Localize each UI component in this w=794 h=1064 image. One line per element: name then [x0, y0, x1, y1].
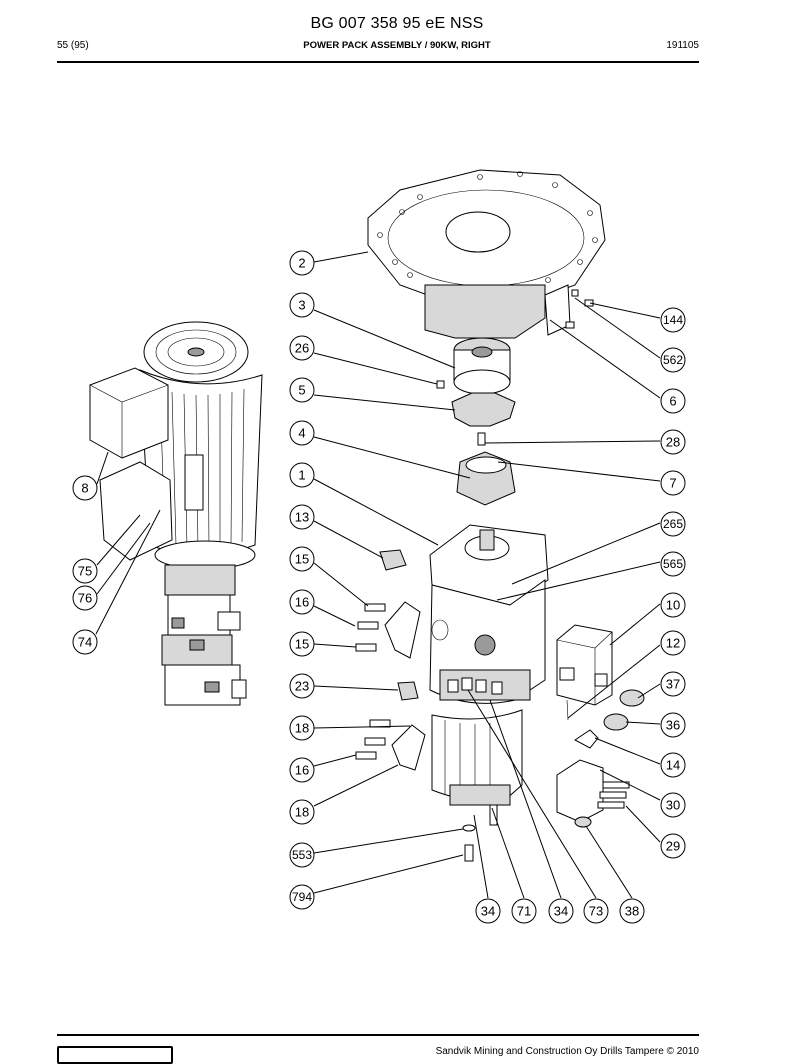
callout-18a: 18 — [289, 715, 315, 741]
svg-text:75: 75 — [78, 564, 92, 579]
callout-10: 10 — [660, 592, 686, 618]
callout-14: 14 — [660, 752, 686, 778]
sandvik-logo — [57, 1046, 173, 1064]
callout-265: 265 — [660, 511, 686, 537]
svg-text:5: 5 — [298, 383, 305, 398]
svg-text:13: 13 — [295, 510, 309, 525]
svg-text:30: 30 — [666, 798, 680, 813]
svg-text:794: 794 — [292, 890, 312, 904]
svg-text:34: 34 — [554, 904, 568, 919]
callout-12: 12 — [660, 630, 686, 656]
svg-text:37: 37 — [666, 677, 680, 692]
callout-144: 144 — [660, 307, 686, 333]
callout-5: 5 — [289, 377, 315, 403]
callout-16b: 16 — [289, 757, 315, 783]
svg-text:16: 16 — [295, 763, 309, 778]
svg-text:12: 12 — [666, 636, 680, 651]
page-title: POWER PACK ASSEMBLY / 90KW, RIGHT — [303, 40, 491, 51]
svg-text:8: 8 — [81, 481, 88, 496]
page-number: 55 (95) — [57, 40, 89, 51]
svg-text:2: 2 — [298, 256, 305, 271]
callout-794: 794 — [289, 884, 315, 910]
callout-71: 71 — [511, 898, 537, 924]
svg-text:265: 265 — [663, 517, 683, 531]
callout-76: 76 — [72, 585, 98, 611]
callout-6: 6 — [660, 388, 686, 414]
svg-text:1: 1 — [298, 468, 305, 483]
footer-copyright: Sandvik Mining and Construction Oy Drill… — [435, 1046, 699, 1057]
svg-text:15: 15 — [295, 637, 309, 652]
callout-28: 28 — [660, 429, 686, 455]
callout-15b: 15 — [289, 631, 315, 657]
svg-text:76: 76 — [78, 591, 92, 606]
callout-34b: 34 — [548, 898, 574, 924]
callout-13: 13 — [289, 504, 315, 530]
svg-text:144: 144 — [663, 313, 683, 327]
document-code: BG 007 358 95 eE NSS — [310, 15, 484, 32]
svg-text:71: 71 — [517, 904, 531, 919]
callout-8: 8 — [72, 475, 98, 501]
callout-562: 562 — [660, 347, 686, 373]
svg-text:74: 74 — [78, 635, 92, 650]
callout-7: 7 — [660, 470, 686, 496]
callout-34a: 34 — [475, 898, 501, 924]
svg-text:29: 29 — [666, 839, 680, 854]
callout-565: 565 — [660, 551, 686, 577]
callout-29: 29 — [660, 833, 686, 859]
callout-553: 553 — [289, 842, 315, 868]
callout-3: 3 — [289, 292, 315, 318]
callout-1: 1 — [289, 462, 315, 488]
exploded-parts-illustration — [355, 169, 645, 862]
svg-text:36: 36 — [666, 718, 680, 733]
callout-23: 23 — [289, 673, 315, 699]
svg-text:34: 34 — [481, 904, 495, 919]
svg-text:15: 15 — [295, 552, 309, 567]
callout-leader-lines — [95, 251, 661, 899]
callout-16a: 16 — [289, 589, 315, 615]
svg-text:73: 73 — [589, 904, 603, 919]
callout-73: 73 — [583, 898, 609, 924]
svg-text:553: 553 — [292, 848, 312, 862]
svg-text:38: 38 — [625, 904, 639, 919]
svg-text:16: 16 — [295, 595, 309, 610]
document-date: 191105 — [666, 40, 699, 51]
callout-74: 74 — [72, 629, 98, 655]
svg-text:23: 23 — [295, 679, 309, 694]
header-rule — [57, 61, 699, 63]
svg-text:7: 7 — [669, 476, 676, 491]
svg-text:4: 4 — [298, 426, 305, 441]
callout-37: 37 — [660, 671, 686, 697]
callout-18b: 18 — [289, 799, 315, 825]
callout-15a: 15 — [289, 546, 315, 572]
footer-rule — [57, 1034, 699, 1036]
svg-text:26: 26 — [295, 341, 309, 356]
svg-text:10: 10 — [666, 598, 680, 613]
callout-38: 38 — [619, 898, 645, 924]
callout-75: 75 — [72, 558, 98, 584]
callout-2: 2 — [289, 250, 315, 276]
svg-text:28: 28 — [666, 435, 680, 450]
assembled-power-pack-illustration — [89, 321, 263, 706]
callout-26: 26 — [289, 335, 315, 361]
svg-text:18: 18 — [295, 721, 309, 736]
svg-text:3: 3 — [298, 298, 305, 313]
svg-text:14: 14 — [666, 758, 680, 773]
svg-text:562: 562 — [663, 353, 683, 367]
svg-text:565: 565 — [663, 557, 683, 571]
callout-30: 30 — [660, 792, 686, 818]
callout-4: 4 — [289, 420, 315, 446]
svg-text:6: 6 — [669, 394, 676, 409]
svg-text:18: 18 — [295, 805, 309, 820]
callout-36: 36 — [660, 712, 686, 738]
